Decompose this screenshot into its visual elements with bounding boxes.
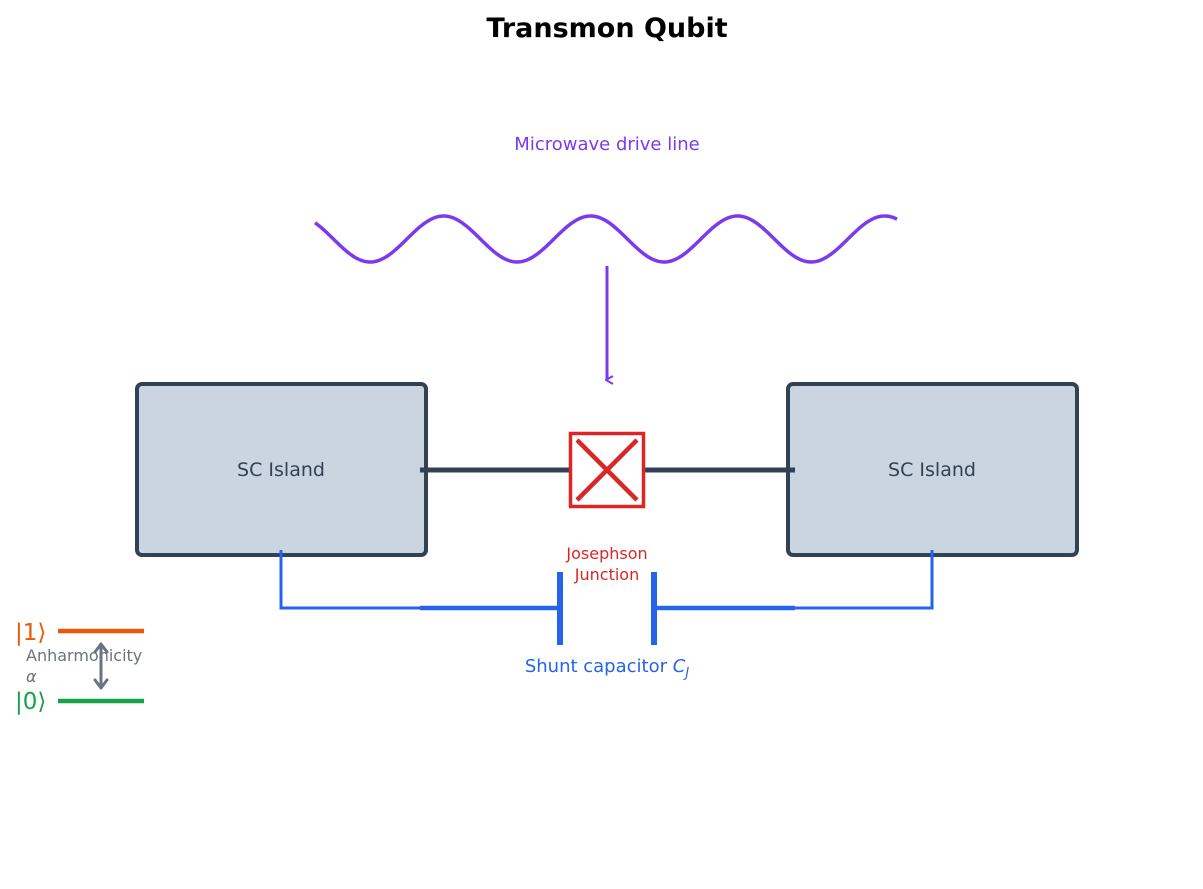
microwave-drive-wave <box>313 214 898 264</box>
shunt-capacitor-circuit <box>279 550 934 645</box>
capacitor-label: Shunt capacitor CJ <box>525 656 689 681</box>
anharmonicity-arrow <box>93 642 109 690</box>
left-sc-island-label: SC Island <box>237 459 325 481</box>
junction-label-line1: Josephson <box>565 544 647 563</box>
drive-line-label: Microwave drive line <box>514 134 699 155</box>
alpha-symbol: α <box>26 667 37 686</box>
junction-label-line2: Junction <box>574 565 639 584</box>
excited-state-label: |1⟩ <box>15 620 46 646</box>
anharmonicity-label: Anharmonicity <box>26 646 142 665</box>
josephson-junction-symbol <box>568 431 646 509</box>
ground-state-label: |0⟩ <box>15 689 46 715</box>
right-sc-island-label: SC Island <box>888 459 976 481</box>
page-title: Transmon Qubit <box>486 13 727 44</box>
